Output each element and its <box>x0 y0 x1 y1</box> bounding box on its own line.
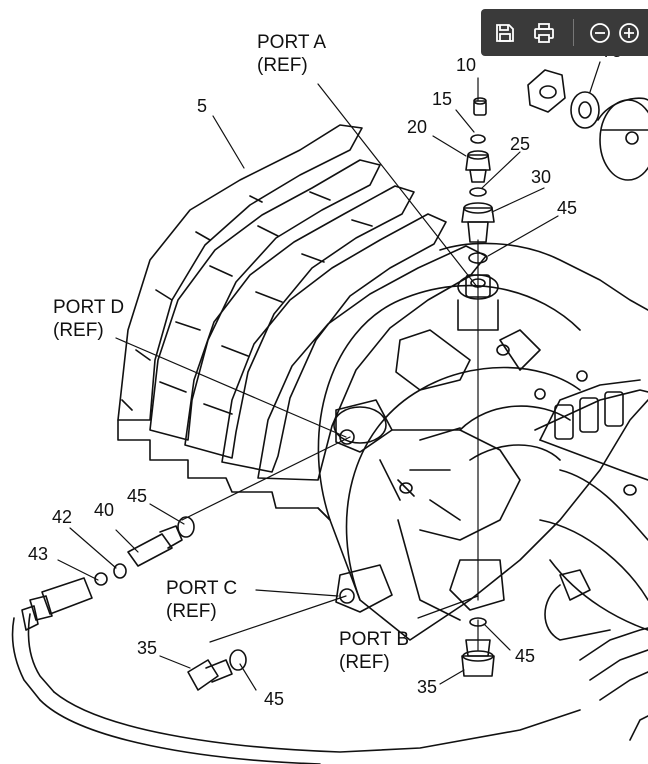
port-a-name: PORT A <box>257 32 326 53</box>
top-right-parts <box>527 69 648 181</box>
leader-lines <box>57 61 601 691</box>
zoom-out-icon <box>590 23 610 43</box>
print-icon <box>534 23 554 43</box>
port-d-name: PORT D <box>53 297 125 318</box>
port-c-label: PORT C (REF) <box>166 577 237 623</box>
callout-20: 20 <box>407 117 428 137</box>
port-d-label: PORT D (REF) <box>53 296 124 342</box>
port-d-ref: (REF) <box>53 320 104 341</box>
zoom-in-button[interactable] <box>615 19 643 47</box>
port-b-label: PORT B (REF) <box>339 628 409 674</box>
callout-35-left: 35 <box>137 638 158 658</box>
port-a-label: PORT A (REF) <box>257 31 326 77</box>
zoom-out-button[interactable] <box>586 19 614 47</box>
callout-45-bottom-left: 45 <box>264 689 285 709</box>
save-button[interactable] <box>491 19 519 47</box>
port-a-fitting-stack <box>461 97 495 264</box>
callout-25: 25 <box>510 134 531 154</box>
viewer-toolbar <box>481 9 648 56</box>
callout-40: 40 <box>94 500 115 520</box>
toolbar-divider <box>573 19 574 46</box>
callout-42: 42 <box>52 507 73 527</box>
callout-45-bottom-right: 45 <box>515 646 536 666</box>
port-b-ref: (REF) <box>339 652 390 673</box>
print-button[interactable] <box>530 19 558 47</box>
port-c-name: PORT C <box>166 578 238 599</box>
right-manifold <box>534 370 648 741</box>
callout-35-right: 35 <box>417 677 438 697</box>
callout-45-left: 45 <box>127 486 148 506</box>
callout-15: 15 <box>432 89 453 109</box>
save-icon <box>496 24 514 42</box>
callout-5: 5 <box>197 96 208 116</box>
port-d-fitting-stack <box>11 516 581 764</box>
callout-43: 43 <box>28 544 49 564</box>
zoom-in-icon <box>619 23 639 43</box>
port-b-name: PORT B <box>339 629 410 650</box>
callout-30: 30 <box>531 167 552 187</box>
callout-10: 10 <box>456 55 477 75</box>
pump-housing <box>317 242 648 641</box>
port-c-ref: (REF) <box>166 601 217 622</box>
callout-45-top: 45 <box>557 198 578 218</box>
port-a-ref: (REF) <box>257 55 308 76</box>
port-c-plug <box>187 649 247 691</box>
